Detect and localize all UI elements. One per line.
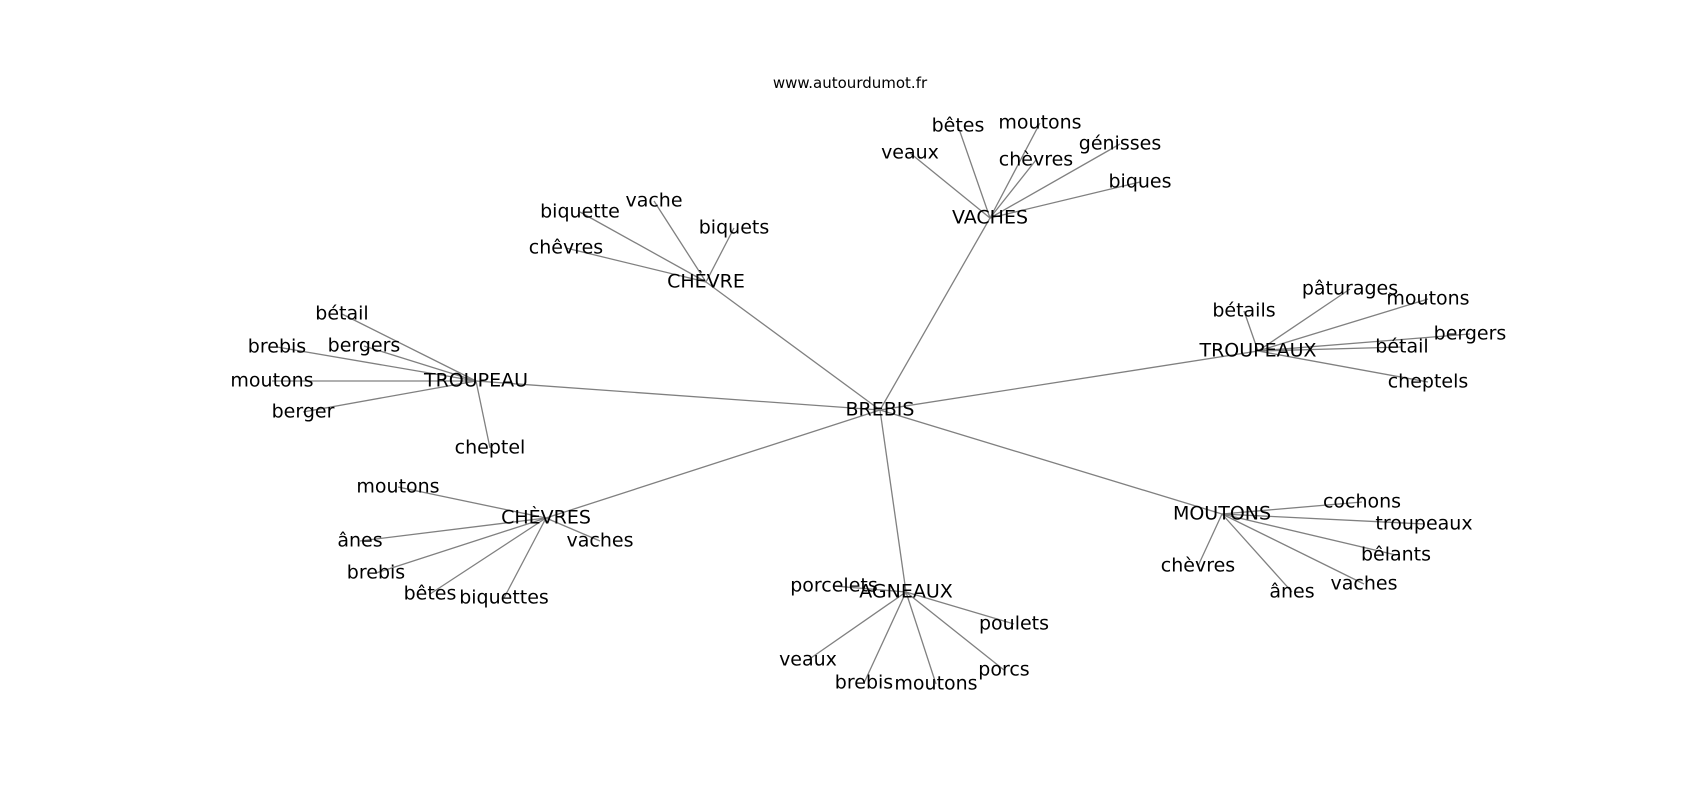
leaf-node-label: biquettes: [459, 587, 549, 609]
leaf-node-label: cochons: [1323, 491, 1401, 513]
edge-center-hub: [475, 380, 881, 411]
edge-hub-leaf: [397, 486, 547, 519]
leaf-node-label: moutons: [998, 112, 1081, 134]
hub-node-label: VACHES: [952, 207, 1028, 229]
leaf-node-label: moutons: [894, 673, 977, 695]
leaf-node-label: bêlants: [1361, 544, 1431, 566]
edge-hub-leaf: [863, 591, 907, 684]
edge-center-hub: [705, 281, 881, 411]
edge-hub-leaf: [276, 346, 477, 382]
leaf-node-label: bêtes: [932, 115, 985, 137]
edge-center-hub: [879, 217, 991, 411]
leaf-node-label: bergers: [1434, 323, 1507, 345]
leaf-node-label: chêvres: [529, 237, 603, 259]
leaf-node-label: veaux: [881, 142, 939, 164]
edge-hub-leaf: [909, 152, 991, 219]
edge-hub-leaf: [503, 517, 547, 599]
leaf-node-label: berger: [272, 401, 335, 423]
leaf-node-label: bêtes: [404, 583, 457, 605]
leaf-node-label: brebis: [347, 562, 405, 584]
leaf-node-label: brebis: [835, 672, 893, 694]
leaf-node-label: bétail: [315, 303, 368, 325]
edge-hub-leaf: [375, 517, 547, 574]
leaf-node-label: moutons: [356, 476, 439, 498]
edge-hub-leaf: [363, 345, 477, 382]
leaf-node-label: moutons: [1386, 288, 1469, 310]
edge-hub-leaf: [1221, 513, 1365, 585]
hub-node-label: CHÈVRES: [501, 506, 591, 529]
edge-center-hub: [879, 409, 907, 593]
leaf-node-label: porcelets: [790, 575, 878, 597]
edge-hub-leaf: [905, 591, 1015, 625]
leaf-node-label: chèvres: [1161, 555, 1235, 577]
edge-hub-leaf: [429, 517, 547, 595]
edge-hub-leaf: [302, 380, 477, 413]
edge-hub-leaf: [905, 591, 1005, 671]
edge-hub-leaf: [1243, 310, 1259, 352]
leaf-node-label: brebis: [248, 336, 306, 358]
source-url: www.autourdumot.fr: [773, 74, 928, 92]
edge-hub-leaf: [905, 591, 937, 685]
center-node-label: BREBIS: [846, 399, 915, 421]
leaf-node-label: génisses: [1079, 133, 1161, 155]
edge-hub-leaf: [545, 517, 601, 542]
edge-hub-leaf: [989, 143, 1121, 219]
hub-node-label: TROUPEAU: [423, 370, 528, 392]
edge-hub-leaf: [1257, 298, 1429, 352]
graph-edges: [272, 122, 1471, 685]
hub-node-label: CHÈVRE: [667, 270, 745, 293]
edge-hub-leaf: [989, 122, 1041, 219]
leaf-node-label: bétail: [1375, 336, 1428, 358]
edge-center-hub: [545, 409, 881, 519]
edge-hub-leaf: [1197, 513, 1223, 567]
edge-hub-leaf: [1257, 350, 1429, 383]
edge-hub-leaf: [475, 380, 491, 449]
hub-node-label: MOUTONS: [1173, 503, 1271, 525]
leaf-node-label: poulets: [979, 613, 1049, 635]
leaf-node-label: cheptels: [1388, 371, 1469, 393]
leaf-node-label: troupeaux: [1375, 513, 1472, 535]
leaf-node-label: ânes: [1269, 581, 1314, 603]
edge-hub-leaf: [807, 591, 907, 661]
edge-hub-leaf: [989, 181, 1141, 219]
leaf-node-label: porcs: [978, 659, 1029, 681]
edge-hub-leaf: [653, 200, 707, 283]
edge-hub-leaf: [705, 227, 735, 283]
leaf-node-label: pâturages: [1302, 278, 1398, 300]
leaf-node-label: vaches: [1331, 573, 1398, 595]
edge-hub-leaf: [359, 517, 547, 542]
leaf-node-label: bergers: [328, 335, 401, 357]
leaf-node-label: ânes: [337, 530, 382, 552]
leaf-node-label: moutons: [230, 370, 313, 392]
leaf-node-label: biquette: [540, 201, 620, 223]
edge-center-hub: [879, 409, 1223, 515]
hub-node-label: AGNEAUX: [859, 581, 953, 603]
edge-hub-leaf: [579, 211, 707, 283]
leaf-node-label: biquets: [699, 217, 769, 239]
leaf-node-label: vaches: [567, 530, 634, 552]
edge-hub-leaf: [1221, 513, 1293, 593]
leaf-node-label: biques: [1108, 171, 1171, 193]
edge-hub-leaf: [1257, 288, 1351, 352]
edge-hub-leaf: [1257, 333, 1471, 352]
leaf-node-label: veaux: [779, 649, 837, 671]
graph-labels: BREBIS VACHES veaux bêtes moutons chèvres géni…: [230, 112, 1506, 695]
edge-hub-leaf: [833, 585, 907, 593]
leaf-node-label: vache: [625, 190, 682, 212]
edge-hub-leaf: [565, 247, 707, 283]
edge-hub-leaf: [1257, 346, 1403, 352]
leaf-node-label: cheptel: [455, 437, 526, 459]
edge-hub-leaf: [957, 125, 991, 219]
edge-hub-leaf: [341, 313, 477, 382]
leaf-node-label: bétails: [1212, 300, 1275, 322]
hub-node-label: TROUPEAUX: [1198, 340, 1316, 362]
edge-hub-leaf: [1221, 513, 1425, 525]
edge-hub-leaf: [1221, 501, 1363, 515]
edge-hub-leaf: [989, 159, 1037, 219]
leaf-node-label: chèvres: [999, 149, 1073, 171]
edge-center-hub: [879, 350, 1259, 411]
edge-hub-leaf: [1221, 513, 1397, 556]
